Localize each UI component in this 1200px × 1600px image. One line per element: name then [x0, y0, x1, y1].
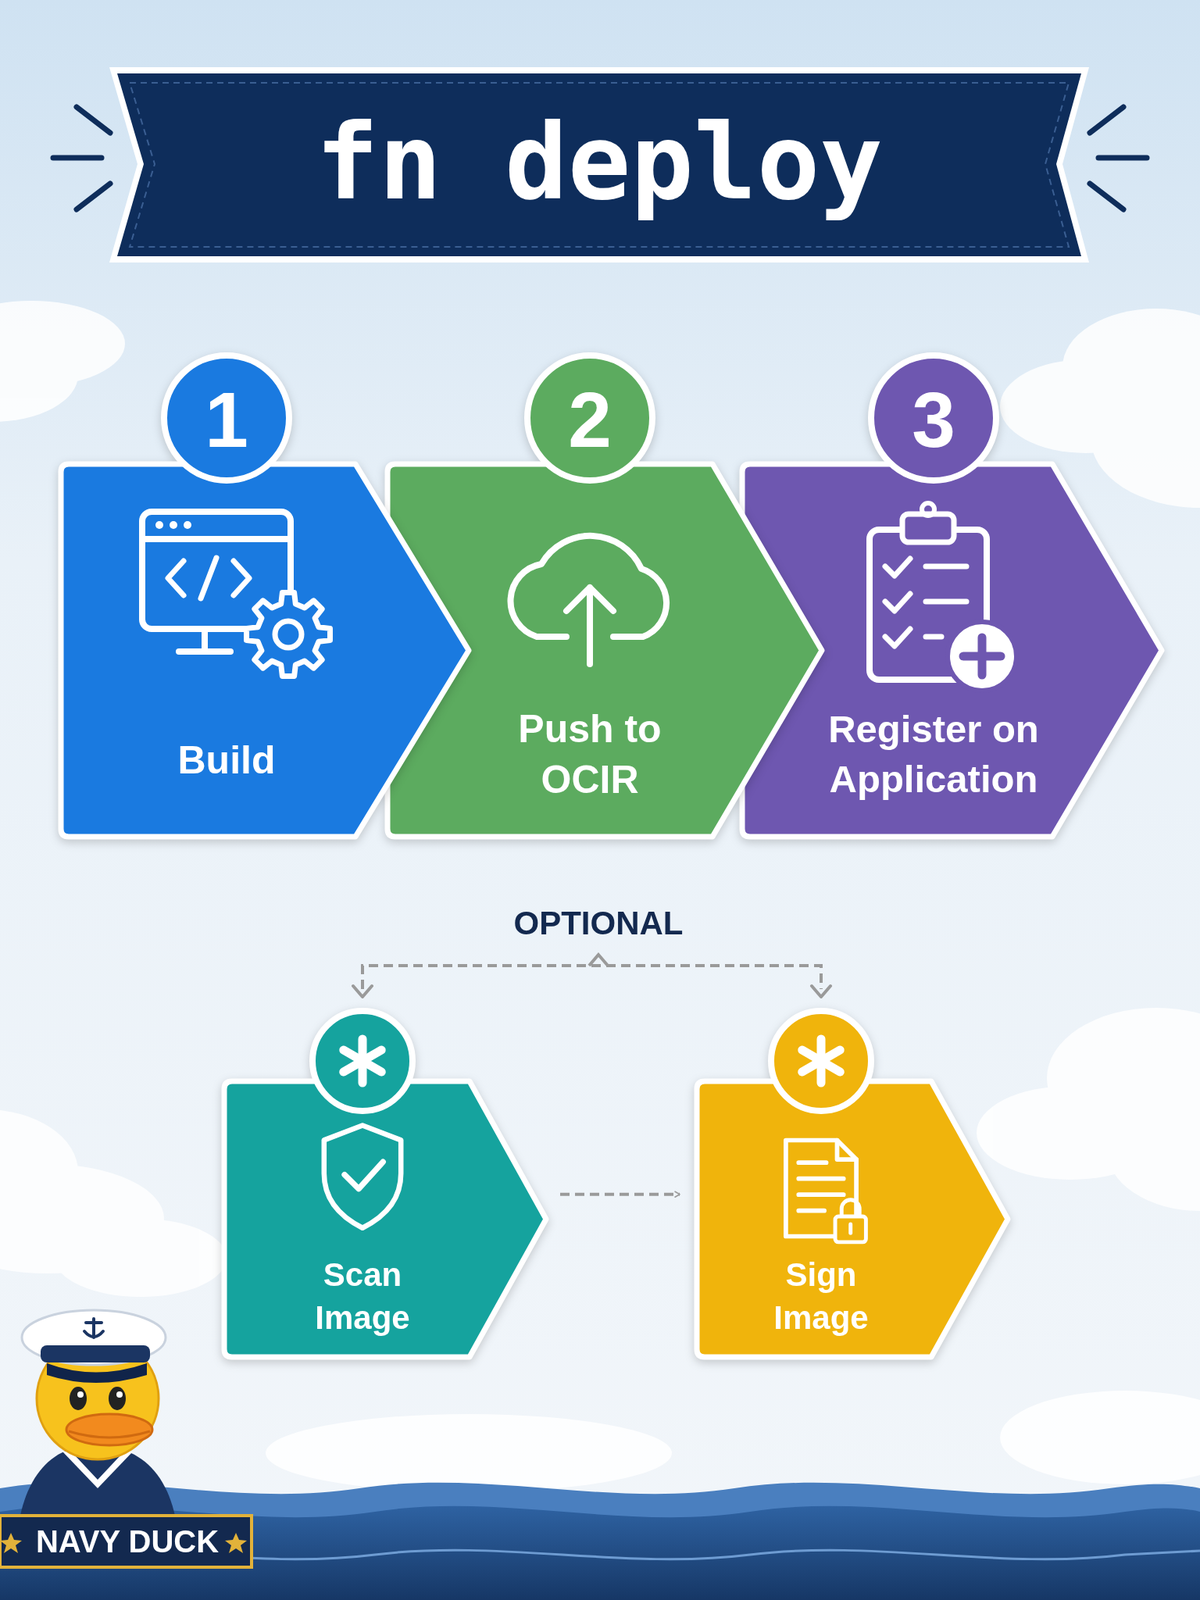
step-number: 1 — [164, 380, 290, 459]
step-badge — [164, 355, 290, 481]
list-line — [925, 564, 967, 570]
step-label: Push to OCIR — [492, 703, 688, 806]
shield-check-icon — [324, 1125, 401, 1229]
check-mark — [885, 593, 911, 611]
shield-outline — [324, 1125, 401, 1229]
list-line — [925, 634, 942, 640]
document-lines — [798, 1162, 843, 1211]
document-fold — [837, 1140, 858, 1161]
code-monitor-icon — [142, 511, 330, 676]
check-mark — [885, 558, 911, 576]
sea — [0, 1506, 1200, 1600]
step-label: Sign Image — [739, 1253, 904, 1340]
signed-document-icon — [785, 1140, 867, 1243]
window-dot — [169, 521, 178, 529]
duck-name-banner — [0, 1515, 252, 1568]
clipboard-clip — [902, 514, 954, 543]
optional-label: OPTIONAL — [514, 905, 684, 942]
optional-bracket — [362, 954, 822, 990]
asterisk-symbol — [802, 1039, 840, 1083]
process-chevron: Sign Image — [696, 1081, 1008, 1358]
dashed-arrow — [560, 1192, 680, 1197]
step-number: 3 — [871, 380, 997, 459]
monitor-stand — [178, 628, 231, 652]
check-mark — [885, 628, 911, 647]
monitor-bar — [142, 535, 291, 543]
chevron-outline — [224, 1081, 547, 1358]
plus-circle — [947, 621, 1017, 691]
step-label: Register on Application — [799, 704, 1069, 804]
plus-sign — [963, 637, 1001, 675]
step-label: Scan Image — [280, 1253, 445, 1340]
process-chevron: Scan Image — [224, 1081, 547, 1358]
cloud — [0, 300, 1200, 1493]
window-dot — [183, 521, 192, 529]
step-badge — [871, 355, 997, 481]
lock-shackle — [841, 1200, 860, 1217]
lock-keyhole — [848, 1224, 853, 1233]
gear — [246, 592, 331, 677]
gear-hub — [275, 621, 302, 648]
lock-body — [835, 1216, 866, 1243]
step-label: Build — [109, 735, 344, 786]
chevron-outline — [696, 1081, 1008, 1358]
clipboard-icon — [869, 503, 1017, 691]
chevron-outline — [742, 464, 1162, 837]
diagram-title: fn deploy — [315, 110, 883, 215]
gear-teeth — [246, 592, 331, 677]
step-number: 2 — [527, 380, 653, 459]
clipboard-ring — [921, 503, 935, 516]
cloud-upload-icon — [510, 535, 667, 665]
step-badge — [771, 1010, 872, 1111]
step-badge — [312, 1010, 413, 1111]
optional-bracket-heads — [353, 985, 831, 997]
list-line — [925, 599, 967, 605]
process-chevron: 1Build — [60, 464, 469, 837]
upload-arrow — [566, 587, 614, 665]
mascot-name: NAVY DUCK — [35, 1524, 219, 1559]
window-dot — [155, 521, 164, 529]
sea-wave — [0, 1482, 1200, 1600]
title-banner — [109, 67, 1090, 263]
code-symbol — [167, 557, 250, 599]
step-badge — [527, 355, 653, 481]
shield-check — [344, 1161, 383, 1189]
asterisk-symbol — [343, 1039, 382, 1083]
